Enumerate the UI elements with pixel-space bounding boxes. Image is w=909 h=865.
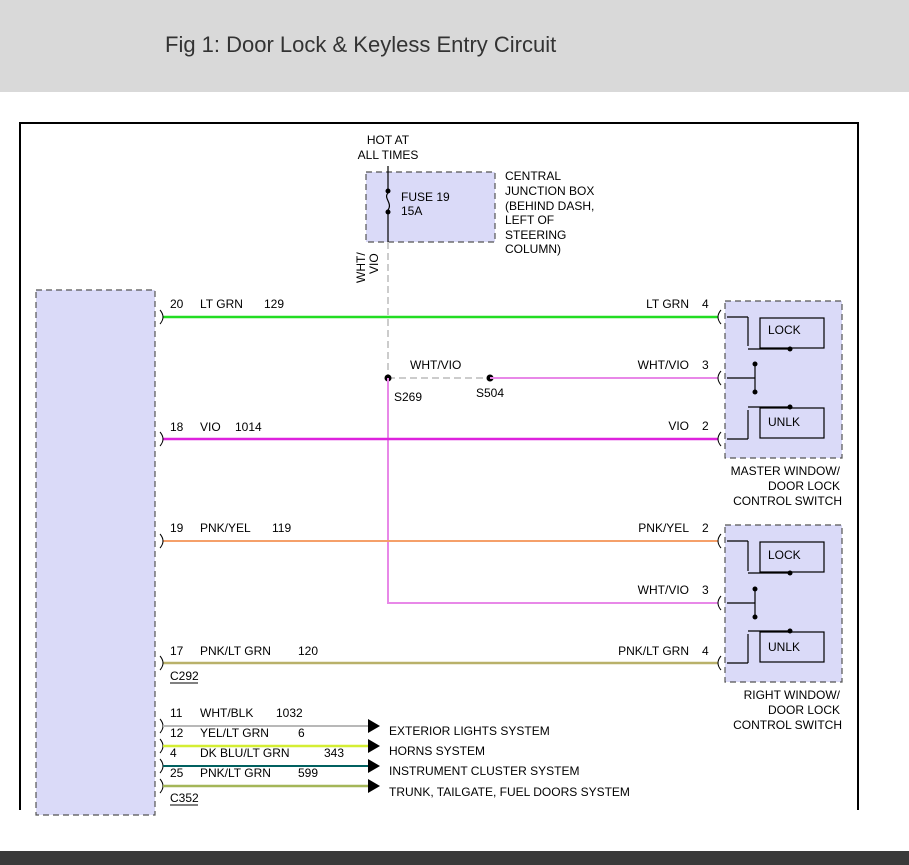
- master-switch-label-1: MASTER WINDOW/: [731, 464, 841, 478]
- wire5-right-color: WHT/VIO: [638, 583, 689, 597]
- wire4-right-color: PNK/YEL: [638, 521, 689, 535]
- right-switch-label-2: DOOR LOCK: [768, 703, 840, 717]
- right-switch-lock: LOCK: [768, 548, 801, 562]
- hot-at-label-2: ALL TIMES: [358, 148, 419, 162]
- output1-color: WHT/BLK: [200, 706, 253, 720]
- output1-system: EXTERIOR LIGHTS SYSTEM: [389, 724, 550, 738]
- diagram-frame: [19, 122, 859, 810]
- fuse-symbol: [385, 192, 391, 211]
- wire4-right-pin: 2: [702, 521, 709, 535]
- output-arrow-3: [368, 759, 380, 773]
- output4-system: TRUNK, TAILGATE, FUEL DOORS SYSTEM: [389, 785, 630, 799]
- right-connector-pins: [717, 309, 722, 671]
- left-connector-pins: [159, 309, 164, 794]
- output1-circuit: 1032: [276, 706, 303, 720]
- output3-system: INSTRUMENT CLUSTER SYSTEM: [389, 764, 579, 778]
- right-switch-dot-4: [752, 614, 758, 620]
- splice-s504-label: S504: [476, 386, 504, 400]
- master-switch-box: [724, 300, 843, 459]
- wire1-right-pin: 4: [702, 297, 709, 311]
- figure-title: Fig 1: Door Lock & Keyless Entry Circuit: [165, 32, 557, 57]
- right-switch-label-1: RIGHT WINDOW/: [744, 688, 841, 702]
- fuse-wire-color-2: VIO: [367, 253, 381, 274]
- wire3-right-color: VIO: [668, 419, 689, 433]
- wire3-circuit: 1014: [235, 420, 262, 434]
- output-arrow-2: [368, 739, 380, 753]
- output1-pin: 11: [170, 706, 183, 720]
- wire6-pin: 17: [170, 644, 184, 658]
- connector-c292: C292: [170, 669, 199, 683]
- s269-to-right-switch-wire: [387, 378, 718, 604]
- hot-at-label-1: HOT AT: [367, 133, 410, 147]
- bottom-scroll-bar[interactable]: [0, 851, 909, 865]
- right-switch-internals: [727, 540, 825, 664]
- output4-circuit: 599: [298, 766, 318, 780]
- right-switch-unlk: UNLK: [768, 640, 800, 654]
- fuse-terminal-bottom: [385, 209, 391, 215]
- output-arrow-1: [368, 719, 380, 733]
- output4-color: PNK/LT GRN: [200, 766, 271, 780]
- right-switch-label-3: CONTROL SWITCH: [733, 718, 842, 732]
- cjb-label-1: CENTRAL: [505, 169, 561, 183]
- output-arrow-4: [368, 779, 380, 793]
- right-switch-dot-1: [787, 570, 793, 576]
- wire3-color: VIO: [200, 420, 221, 434]
- output3-color: DK BLU/LT GRN: [200, 746, 290, 760]
- output2-color: YEL/LT GRN: [200, 726, 269, 740]
- master-switch-label-3: CONTROL SWITCH: [733, 494, 842, 508]
- wire2-right-color: WHT/VIO: [638, 358, 689, 372]
- master-switch-dot-3: [752, 361, 758, 367]
- wire4-color: PNK/YEL: [200, 521, 251, 535]
- output2-circuit: 6: [298, 726, 305, 740]
- right-switch-dot-3: [752, 586, 758, 592]
- wire6-color: PNK/LT GRN: [200, 644, 271, 658]
- wire1-right-color: LT GRN: [646, 297, 689, 311]
- wire1-pin: 20: [170, 297, 184, 311]
- output3-pin: 4: [170, 746, 177, 760]
- cjb-label-2: JUNCTION BOX: [505, 184, 594, 198]
- master-switch-dot-1: [787, 346, 793, 352]
- wire6-right-color: PNK/LT GRN: [618, 644, 689, 658]
- cjb-label-4: LEFT OF: [505, 213, 554, 227]
- fuse-terminal-top: [385, 188, 391, 194]
- wire1-circuit: 129: [264, 297, 284, 311]
- connector-c352: C352: [170, 791, 199, 805]
- cjb-label-6: COLUMN): [505, 242, 561, 256]
- module-box: [35, 289, 156, 816]
- right-switch-dot-2: [787, 628, 793, 634]
- output2-system: HORNS SYSTEM: [389, 744, 485, 758]
- wire4-circuit: 119: [272, 521, 291, 535]
- fuse-rating: 15A: [401, 204, 422, 218]
- master-switch-lock: LOCK: [768, 323, 801, 337]
- header-bar: Fig 1: Door Lock & Keyless Entry Circuit: [0, 0, 909, 92]
- output2-pin: 12: [170, 726, 184, 740]
- splice-s269-label: S269: [394, 390, 422, 404]
- wire6-right-pin: 4: [702, 644, 709, 658]
- wire1-color: LT GRN: [200, 297, 243, 311]
- master-switch-dot-2: [787, 404, 793, 410]
- right-switch-box: [724, 524, 843, 683]
- wire6-circuit: 120: [298, 644, 318, 658]
- output4-pin: 25: [170, 766, 184, 780]
- central-junction-box: [365, 171, 496, 243]
- cjb-label-5: STEERING: [505, 228, 566, 242]
- fuse-wire-color-1: WHT/: [354, 252, 368, 283]
- fuse-name: FUSE 19: [401, 190, 450, 204]
- wire3-right-pin: 2: [702, 419, 709, 433]
- master-switch-dot-4: [752, 389, 758, 395]
- wire4-pin: 19: [170, 521, 184, 535]
- master-switch-unlk: UNLK: [768, 415, 800, 429]
- wire5-right-pin: 3: [702, 583, 709, 597]
- output3-circuit: 343: [324, 746, 344, 760]
- cjb-label-3: (BEHIND DASH,: [505, 199, 594, 213]
- wire3-pin: 18: [170, 420, 184, 434]
- wire2-right-pin: 3: [702, 358, 709, 372]
- master-switch-label-2: DOOR LOCK: [768, 479, 840, 493]
- splice-wire-color: WHT/VIO: [410, 358, 461, 372]
